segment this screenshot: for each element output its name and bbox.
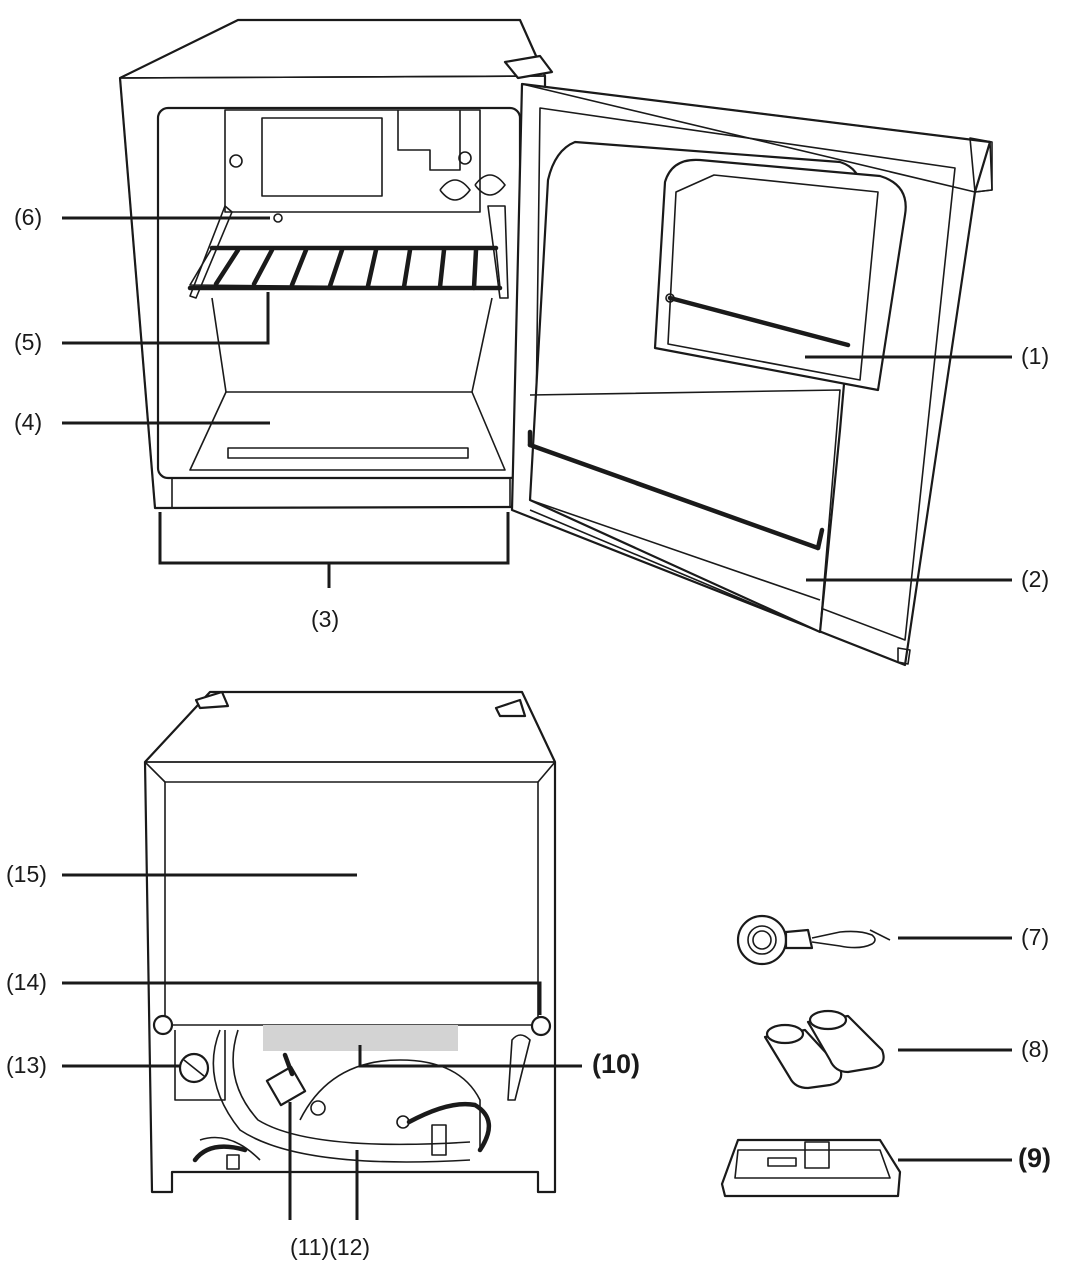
label-11-12: (11)(12): [290, 1234, 371, 1260]
accessory-tray: [720, 1138, 902, 1198]
label-9: (9): [1018, 1143, 1051, 1173]
label-5: (5): [14, 329, 43, 355]
label-6: (6): [14, 204, 43, 230]
fridge-front-cabinet: [118, 18, 554, 510]
label-3: (3): [311, 606, 340, 632]
label-2: (2): [1021, 566, 1050, 592]
accessory-drain-plug-tool: [736, 914, 891, 966]
accessory-spacers: [763, 1009, 885, 1090]
label-8: (8): [1021, 1036, 1050, 1062]
label-15: (15): [6, 861, 47, 887]
label-10: (10): [592, 1049, 641, 1079]
fridge-back-cabinet: [143, 690, 557, 1194]
label-4: (4): [14, 409, 43, 435]
label-14: (14): [6, 969, 47, 995]
fridge-door: [510, 82, 993, 667]
leader-lines: [62, 216, 1012, 1220]
base-bracket: [158, 512, 510, 565]
label-13: (13): [6, 1052, 47, 1078]
wire-shelf: [187, 245, 503, 291]
label-1: (1): [1021, 343, 1050, 369]
label-7: (7): [1021, 924, 1050, 950]
